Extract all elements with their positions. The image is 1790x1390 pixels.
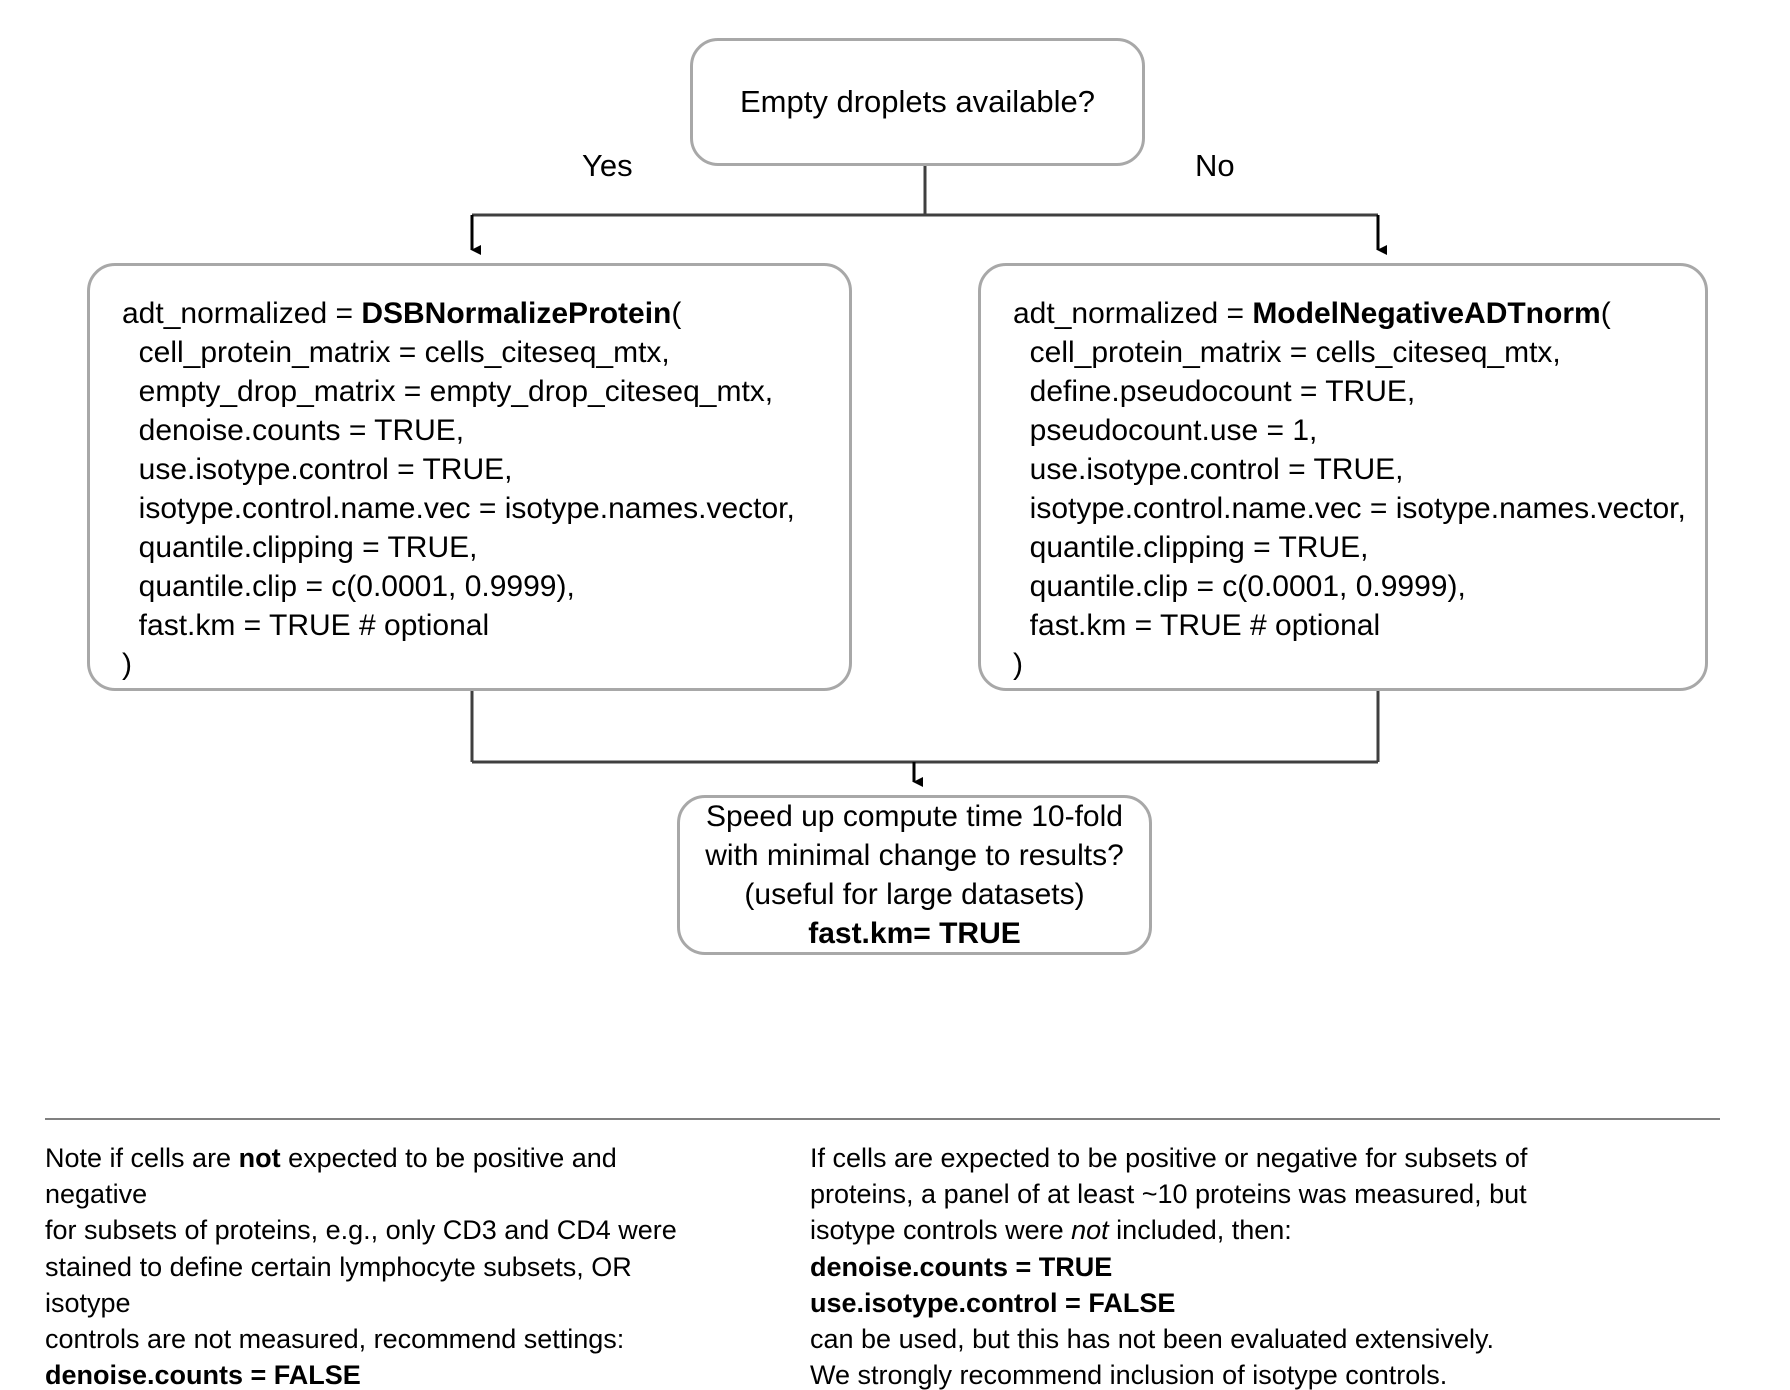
note-line: Note if cells are not expected to be pos… [45,1143,625,1210]
code-line: quantile.clip = c(0.0001, 0.9999), [122,570,575,603]
code-line: quantile.clip = c(0.0001, 0.9999), [1013,570,1466,603]
note-line: proteins, a panel of at least ~10 protei… [810,1179,1527,1210]
code-line: pseudocount.use = 1, [1013,414,1318,447]
code-line: quantile.clipping = TRUE, [122,531,478,564]
node-dsb-normalize-protein[interactable]: adt_normalized = DSBNormalizeProtein( ce… [87,263,852,691]
note-line: denoise.counts = FALSE [45,1360,361,1390]
note-line: for subsets of proteins, e.g., only CD3 … [45,1215,677,1246]
note-line: can be used, but this has not been evalu… [810,1323,1494,1354]
code-line: use.isotype.control = TRUE, [122,453,513,486]
node-line: Speed up compute time 10-fold [706,800,1123,833]
node-empty-droplets-decision[interactable]: Empty droplets available? [690,38,1145,166]
code-line: use.isotype.control = TRUE, [1013,453,1404,486]
note-line: isotype controls were not included, then… [810,1215,1292,1246]
note-line: denoise.counts = TRUE [810,1251,1113,1282]
note-column-left: Note if cells are not expected to be pos… [45,1140,695,1390]
code-line: quantile.clipping = TRUE, [1013,531,1369,564]
note-line: use.isotype.control = FALSE [810,1287,1176,1318]
code-line: denoise.counts = TRUE, [122,414,465,447]
edge-label-no: No [1195,148,1235,183]
note-line: controls are not measured, recommend set… [45,1323,625,1354]
note-line: stained to define certain lymphocyte sub… [45,1251,640,1318]
edge-label-yes: Yes [582,148,633,183]
node-speedup-lines: Speed up compute time 10-fold with minima… [705,797,1124,953]
code-line: fast.km = TRUE # optional [1013,609,1381,642]
code-line: adt_normalized = ModelNegativeADTnorm( [1013,297,1611,330]
node-line: with minimal change to results? [705,839,1124,872]
code-line: cell_protein_matrix = cells_citeseq_mtx, [122,336,670,369]
code-line: isotype.control.name.vec = isotype.names… [1013,492,1686,525]
node-speedup-decision[interactable]: Speed up compute time 10-fold with minima… [677,795,1152,955]
code-line: define.pseudocount = TRUE, [1013,375,1416,408]
note-line: We strongly recommend inclusion of isoty… [810,1360,1448,1390]
node-line: fast.km= TRUE [808,917,1021,950]
notes-divider [45,1118,1720,1120]
code-line: adt_normalized = DSBNormalizeProtein( [122,297,682,330]
code-line: ) [122,648,132,681]
note-line: If cells are expected to be positive or … [810,1143,1528,1173]
code-block-left: adt_normalized = DSBNormalizeProtein( ce… [122,294,849,684]
code-line: fast.km = TRUE # optional [122,609,490,642]
node-model-negative-adtnorm[interactable]: adt_normalized = ModelNegativeADTnorm( c… [978,263,1708,691]
node-line: (useful for large datasets) [744,878,1085,911]
node-empty-droplets-label: Empty droplets available? [740,83,1095,119]
note-column-right: If cells are expected to be positive or … [810,1140,1530,1390]
code-block-right: adt_normalized = ModelNegativeADTnorm( c… [1013,294,1705,684]
code-line: cell_protein_matrix = cells_citeseq_mtx, [1013,336,1561,369]
code-line: empty_drop_matrix = empty_drop_citeseq_m… [122,375,774,408]
code-line: isotype.control.name.vec = isotype.names… [122,492,795,525]
code-line: ) [1013,648,1023,681]
